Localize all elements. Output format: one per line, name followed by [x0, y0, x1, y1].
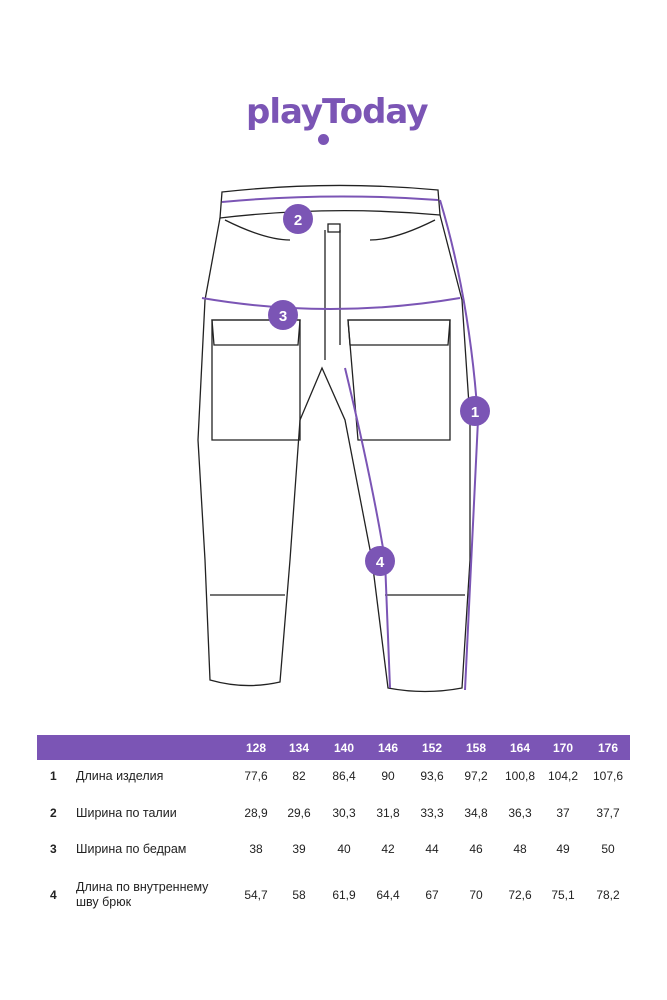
table-cell: 100,8 [504, 769, 536, 783]
table-cell: 50 [601, 842, 615, 856]
table-cell: 42 [381, 842, 395, 856]
size-header: 164 [509, 741, 531, 755]
table-cell: 46 [469, 842, 483, 856]
logo-dot [318, 134, 329, 145]
row-number: 4 [50, 888, 57, 902]
size-header: 170 [552, 741, 574, 755]
table-cell: 34,8 [464, 806, 488, 820]
table-cell: 82 [292, 769, 306, 783]
size-header: 128 [245, 741, 267, 755]
table-cell: 39 [292, 842, 306, 856]
table-cell: 30,3 [332, 806, 356, 820]
table-cell: 97,2 [464, 769, 488, 783]
row-number: 1 [50, 769, 57, 783]
row-number: 3 [50, 842, 57, 856]
table-cell: 72,6 [508, 888, 532, 902]
row-label: Ширина по талии [76, 806, 177, 820]
table-cell: 29,6 [287, 806, 311, 820]
table-cell: 28,9 [244, 806, 268, 820]
marker-3 [268, 300, 298, 330]
brand-logo: playToday [246, 92, 429, 132]
table-cell: 61,9 [332, 888, 356, 902]
pants-diagram: 2 3 1 4 [197, 184, 490, 693]
row-label: Длина по внутреннему шву брюк [76, 880, 209, 909]
size-header: 176 [597, 741, 619, 755]
size-header: 152 [421, 741, 443, 755]
row-number: 2 [50, 806, 57, 820]
table-cell: 90 [381, 769, 395, 783]
table-cell: 48 [513, 842, 527, 856]
table-cell: 38 [249, 842, 263, 856]
marker-4-label: 4 [376, 554, 385, 571]
row-label: Ширина по бедрам [76, 842, 187, 856]
table-cell: 70 [469, 888, 483, 902]
table-cell: 64,4 [376, 888, 400, 902]
marker-2 [283, 204, 313, 234]
table-cell: 86,4 [332, 769, 356, 783]
size-header: 158 [465, 741, 487, 755]
marker-2-label: 2 [294, 212, 302, 229]
table-cell: 93,6 [420, 769, 444, 783]
table-cell: 54,7 [244, 888, 268, 902]
marker-4 [365, 546, 395, 576]
table-cell: 67 [425, 888, 439, 902]
pants-outline [197, 184, 471, 693]
size-header: 134 [288, 741, 310, 755]
marker-3-label: 3 [279, 308, 287, 325]
table-cell: 37 [556, 806, 570, 820]
table-cell: 58 [292, 888, 306, 902]
marker-1 [460, 396, 490, 426]
table-cell: 36,3 [508, 806, 532, 820]
table-cell: 31,8 [376, 806, 400, 820]
marker-1-label: 1 [471, 404, 479, 421]
size-header: 146 [377, 741, 399, 755]
table-cell: 78,2 [596, 888, 620, 902]
table-cell: 75,1 [551, 888, 575, 902]
table-cell: 49 [556, 842, 570, 856]
markers [268, 204, 490, 576]
table-cell: 37,7 [596, 806, 620, 820]
row-label: Длина изделия [76, 769, 164, 783]
table-cell: 107,6 [592, 769, 624, 783]
table-cell: 77,6 [244, 769, 268, 783]
table-cell: 44 [425, 842, 439, 856]
size-header: 140 [333, 741, 355, 755]
table-cell: 104,2 [547, 769, 579, 783]
size-table-header [37, 735, 630, 760]
table-cell: 33,3 [420, 806, 444, 820]
table-cell: 40 [337, 842, 351, 856]
